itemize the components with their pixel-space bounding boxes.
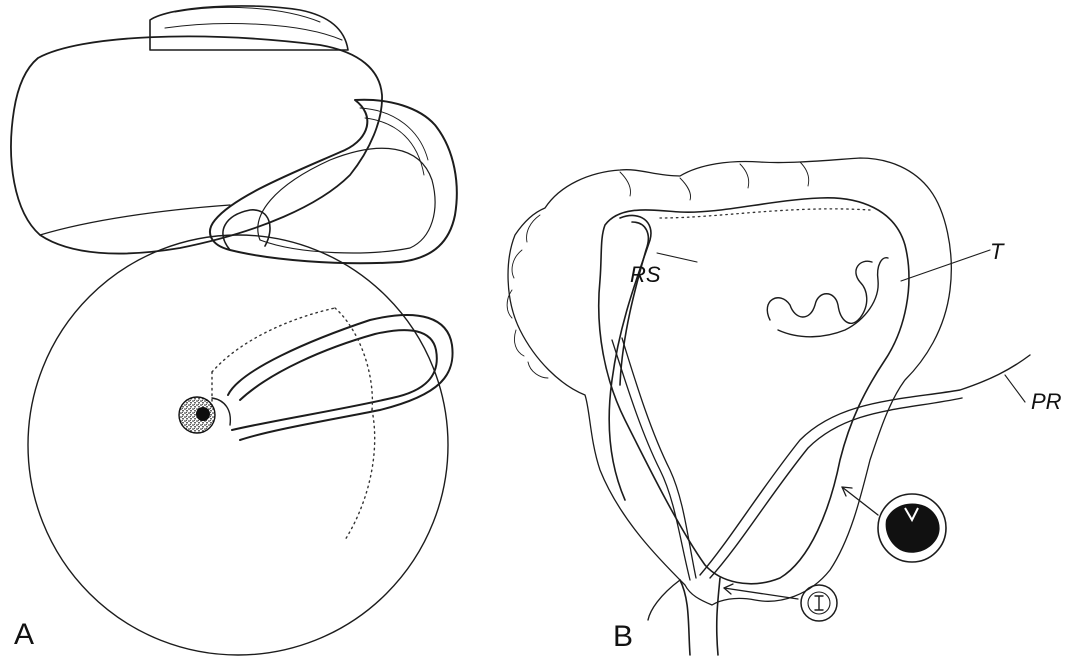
label-rs: RS <box>630 262 661 287</box>
peristome-loop <box>228 315 453 440</box>
panel-b-letter: B <box>613 622 633 652</box>
panel-a <box>11 6 457 655</box>
vessel-long <box>612 340 690 580</box>
shell-spire <box>150 6 348 50</box>
label-pr: PR <box>1031 389 1062 414</box>
shell-basal-view <box>28 235 453 655</box>
panel-a-letter: A <box>14 620 34 650</box>
shell-aperture-interior <box>258 148 435 253</box>
cross-section-dark <box>878 494 946 562</box>
cross-section-small <box>801 585 837 621</box>
panel-b: RS T PR <box>507 158 1062 655</box>
intestine-coil <box>767 261 872 323</box>
label-t: T <box>990 239 1005 264</box>
pr-vessel <box>700 355 1030 575</box>
arrow-to-cross-section <box>842 487 878 515</box>
shell-aperture-lip <box>210 100 457 264</box>
shell-apertural-view <box>11 6 457 263</box>
bottom-stalk <box>680 578 720 655</box>
t-leader-line <box>901 250 990 281</box>
pr-leader-line <box>1005 375 1025 402</box>
mantle-outline <box>508 158 951 605</box>
rs-leader-line <box>657 253 697 262</box>
rs-vessel <box>609 215 651 500</box>
shell-body-whorl <box>11 36 382 253</box>
shell-outline-circle <box>28 235 448 655</box>
arrow-to-small-section <box>724 588 798 599</box>
